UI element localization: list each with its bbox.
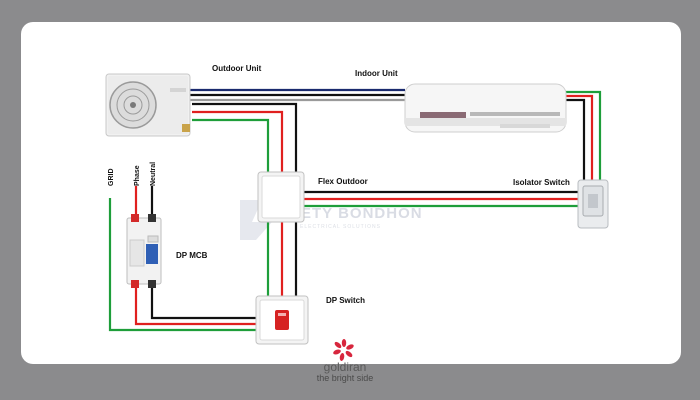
flex-outdoor <box>257 171 305 223</box>
dp-mcb-label: DP MCB <box>176 251 208 260</box>
wire-green-outdoor-flex <box>192 118 270 172</box>
brand: goldiran the bright side <box>305 337 385 383</box>
indoor-unit <box>404 83 567 133</box>
phase-label: Phase <box>134 165 141 186</box>
dp-switch <box>255 295 309 345</box>
dp-mcb <box>126 214 162 288</box>
wire-green-grid <box>108 198 256 332</box>
wire-green-indoor-iso <box>566 90 602 180</box>
watermark-logo <box>240 200 272 240</box>
watermark-subtext: ELECTRICAL SOLUTIONS <box>300 224 381 230</box>
outdoor-unit <box>105 73 191 137</box>
wire-black-outdoor-flex <box>192 102 298 172</box>
brand-name: goldiran <box>323 360 367 374</box>
watermark: SAFETY BONDHON ELECTRICAL SOLUTIONS <box>240 200 423 240</box>
watermark-text: SAFETY BONDHON <box>268 205 423 222</box>
wire-red-outdoor-flex <box>192 110 284 172</box>
dp-switch-label: DP Switch <box>326 296 365 305</box>
wire-black-mcb-dp <box>150 285 256 320</box>
wire-black-indoor-iso <box>566 98 586 180</box>
wire-red-indoor-iso <box>566 94 594 180</box>
brand-logo-icon <box>333 339 354 361</box>
neutral-label: Neutral <box>150 162 157 186</box>
outdoor-unit-label: Outdoor Unit <box>212 64 262 73</box>
isolator-switch <box>577 179 609 229</box>
isolator-switch-label: Isolator Switch <box>513 178 570 187</box>
wire-red-mcb-dp <box>134 285 256 326</box>
brand-tagline: the bright side <box>316 373 374 383</box>
flex-outdoor-label: Flex Outdoor <box>318 177 368 186</box>
grid-label: GRID <box>108 169 115 187</box>
indoor-unit-label: Indoor Unit <box>355 69 398 78</box>
